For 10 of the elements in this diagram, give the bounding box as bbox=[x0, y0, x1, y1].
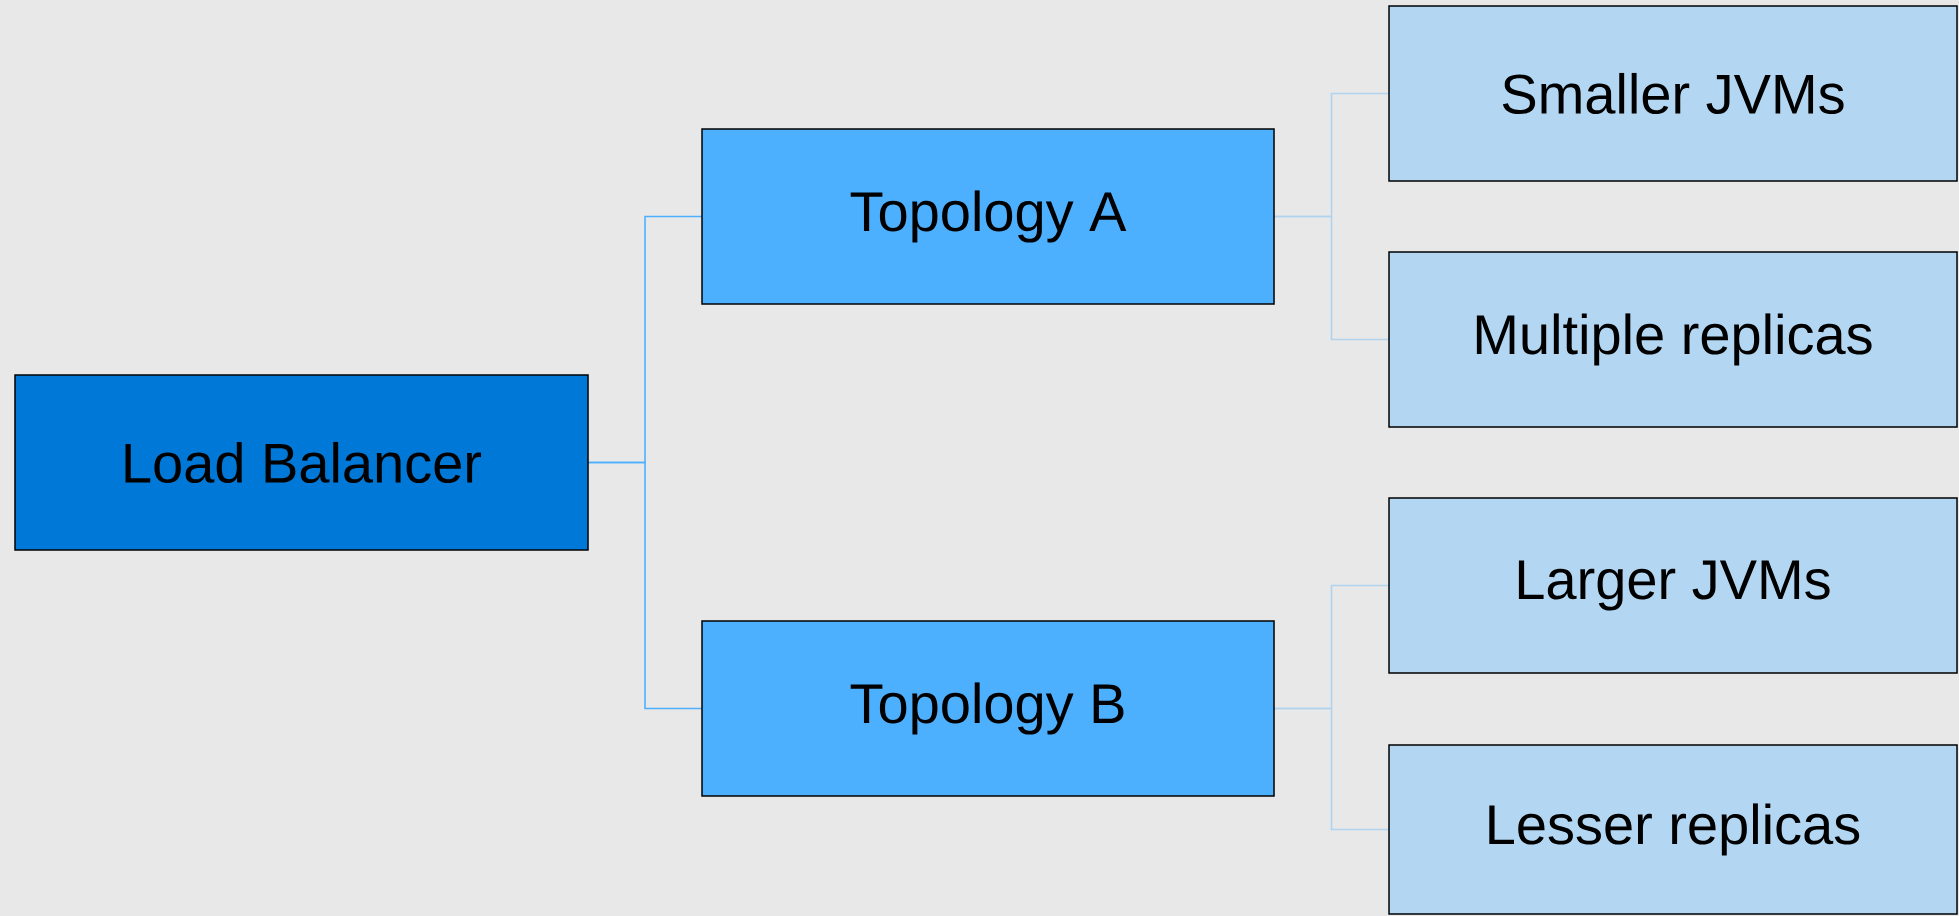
root-box: Load Balancer bbox=[14, 374, 589, 551]
leaf-box: Smaller JVMs bbox=[1388, 5, 1958, 182]
branch-box: Topology B bbox=[701, 620, 1275, 797]
leaf-box: Larger JVMs bbox=[1388, 497, 1958, 674]
connector-line bbox=[587, 461, 703, 710]
branch-box: Topology A bbox=[701, 128, 1275, 305]
leaf-box: Multiple replicas bbox=[1388, 251, 1958, 428]
connector-line bbox=[1273, 215, 1390, 341]
connector-line bbox=[1273, 707, 1390, 831]
leaf-box: Lesser replicas bbox=[1388, 744, 1958, 915]
